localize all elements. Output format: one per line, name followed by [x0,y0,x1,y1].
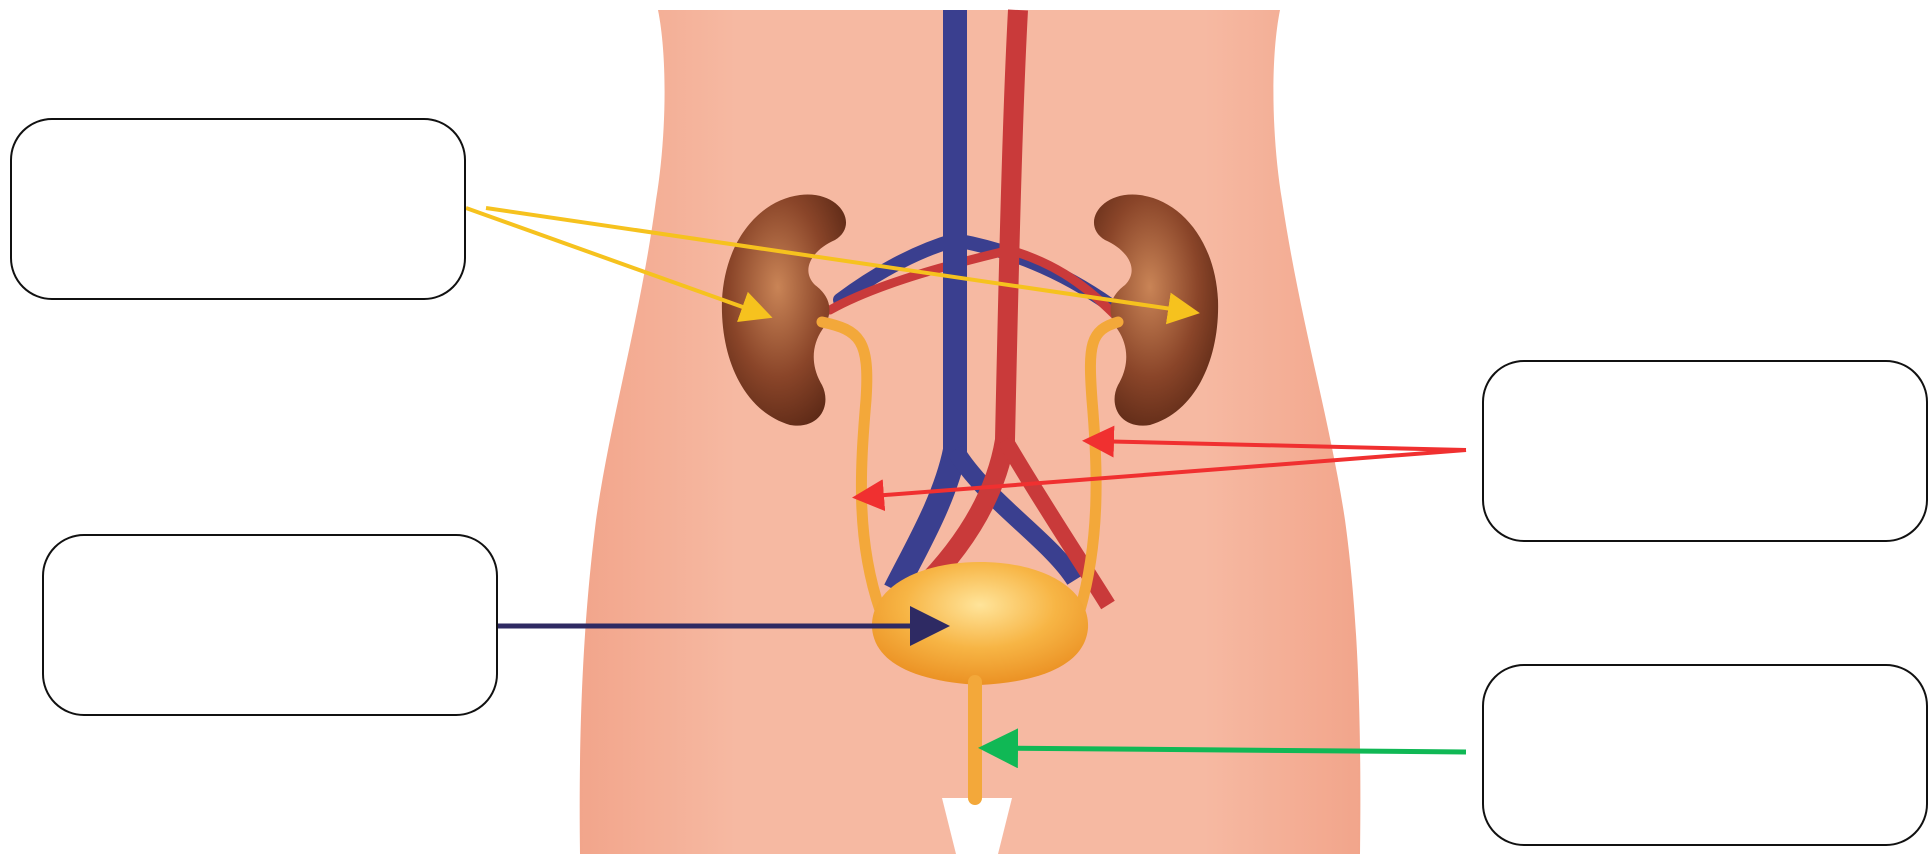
bladder-label-box[interactable] [42,534,498,716]
kidneys-label-box[interactable] [10,118,466,300]
urethra-label-box[interactable] [1482,664,1928,846]
ureters-label-box[interactable] [1482,360,1928,542]
